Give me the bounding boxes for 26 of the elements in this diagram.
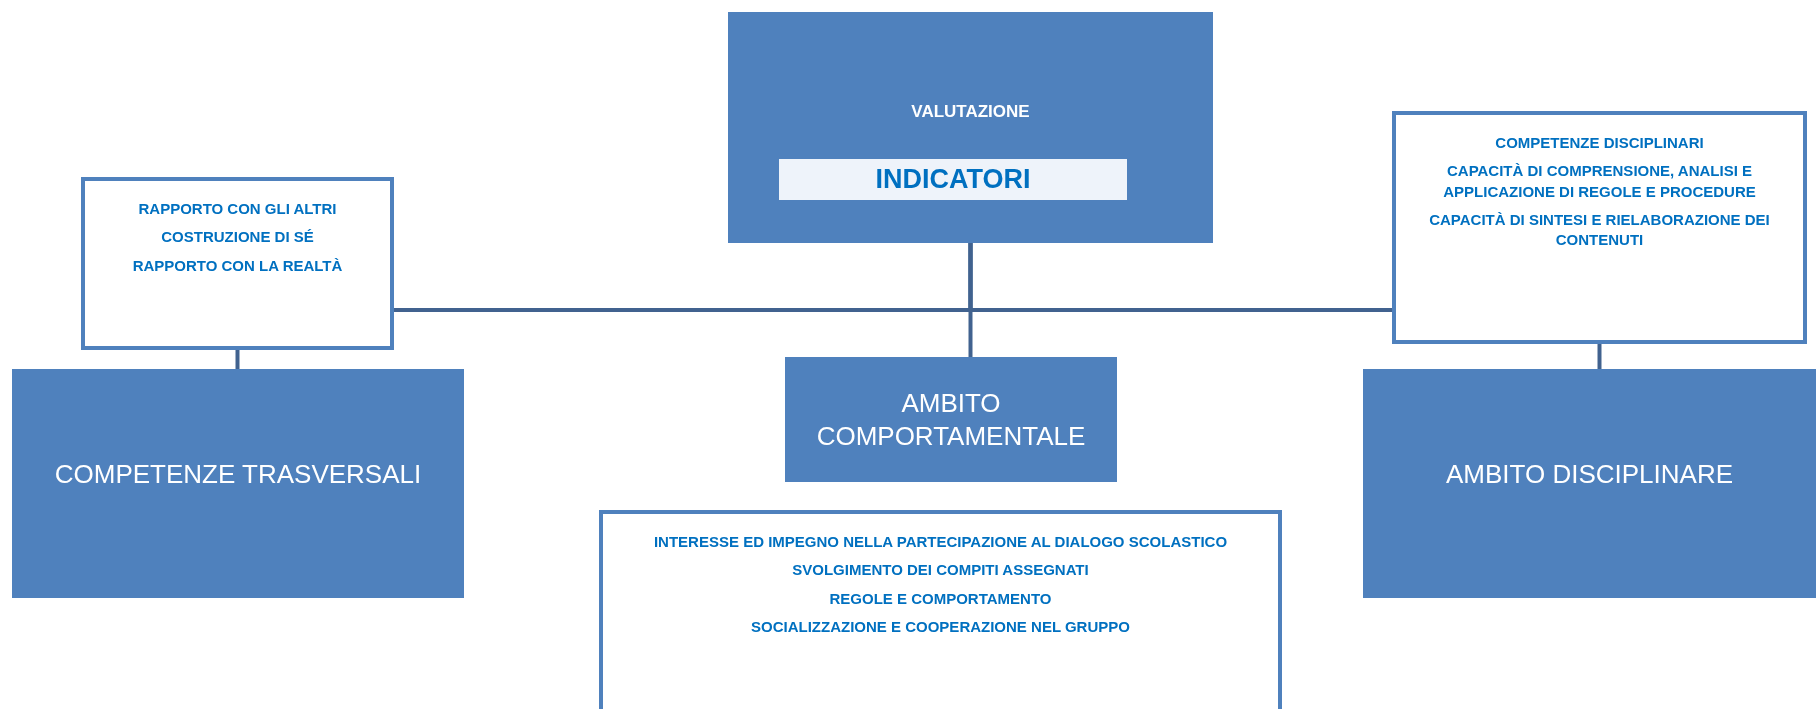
indicator-text: INTERESSE ED IMPEGNO NELLA PARTECIPAZIONE AL DIALOGO SCOLASTICO — [653, 532, 1228, 552]
category-label: AMBITO COMPORTAMENTALE — [815, 387, 1087, 452]
indicator-text: SVOLGIMENTO DEI COMPITI ASSEGNATI — [792, 560, 1089, 581]
indicator-text: REGOLE E COMPORTAMENTO — [829, 588, 1052, 609]
indicator-text: RAPPORTO CON GLI ALTRI — [138, 199, 337, 219]
indicator-text: CAPACITÀ DI COMPRENSIONE, ANALISI E APPLICAZIONE DI REGOLE E PROCEDURE — [1442, 161, 1757, 202]
indicator-box — [599, 510, 1282, 709]
category-label: COMPETENZE TRASVERSALI — [54, 459, 422, 490]
connector-line — [235, 350, 240, 369]
category-box — [1363, 369, 1816, 598]
title-box — [728, 12, 1213, 243]
category-box — [785, 357, 1117, 482]
box-title: VALUTAZIONE — [911, 102, 1030, 122]
connector-line — [968, 243, 973, 357]
category-box — [12, 369, 464, 598]
connector-line — [1597, 344, 1602, 369]
indicator-text: COMPETENZE DISCIPLINARI — [1495, 133, 1704, 153]
indicator-text: RAPPORTO CON LA REALTÀ — [132, 255, 343, 276]
indicator-box — [81, 177, 394, 350]
category-label: AMBITO DISCIPLINARE — [1446, 459, 1733, 490]
indicator-text: COSTRUZIONE DI SÉ — [161, 227, 314, 248]
bar-label: INDICATORI — [875, 164, 1031, 195]
indicator-text: SOCIALIZZAZIONE E COOPERAZIONE NEL GRUPPO — [751, 616, 1130, 637]
indicator-text: CAPACITÀ DI SINTESI E RIELABORAZIONE DEI CONTENUTI — [1428, 209, 1771, 250]
indicator-box — [1392, 111, 1807, 344]
subtitle-bar — [779, 159, 1127, 200]
